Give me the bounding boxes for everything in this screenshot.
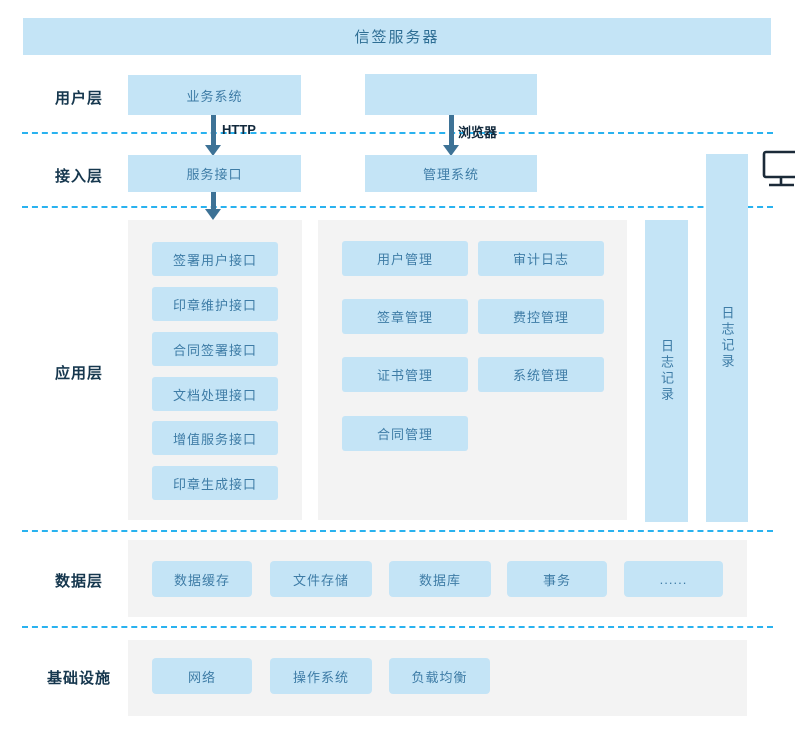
log-record-label: 日志记录 bbox=[719, 306, 735, 370]
arrow-service-to-application bbox=[211, 192, 216, 211]
interface-box: 印章维护接口 bbox=[152, 287, 278, 321]
data-box: 事务 bbox=[507, 561, 607, 597]
arrow-devices-to-management bbox=[449, 115, 454, 147]
arrow-head bbox=[205, 145, 221, 156]
data-box: 数据库 bbox=[389, 561, 491, 597]
data-box: 文件存储 bbox=[270, 561, 372, 597]
business-system-box: 业务系统 bbox=[128, 75, 301, 115]
service-interface-box: 服务接口 bbox=[128, 155, 301, 192]
log-record-bar: 日志记录 bbox=[706, 154, 748, 522]
management-box: 审计日志 bbox=[478, 241, 604, 276]
infrastructure-box: 操作系统 bbox=[270, 658, 372, 694]
log-record-label: 日志记录 bbox=[659, 339, 674, 403]
management-box: 证书管理 bbox=[342, 357, 468, 392]
management-box: 费控管理 bbox=[478, 299, 604, 334]
interface-box: 印章生成接口 bbox=[152, 466, 278, 500]
management-box: 签章管理 bbox=[342, 299, 468, 334]
management-box: 用户管理 bbox=[342, 241, 468, 276]
interface-box: 文档处理接口 bbox=[152, 377, 278, 411]
data-box: 数据缓存 bbox=[152, 561, 252, 597]
management-box: 系统管理 bbox=[478, 357, 604, 392]
log-record-bar: 日志记录 bbox=[645, 220, 688, 522]
arrow-business-to-service bbox=[211, 115, 216, 147]
layer-divider bbox=[22, 626, 773, 628]
arrow-head bbox=[205, 209, 221, 220]
arrow-head bbox=[443, 145, 459, 156]
layer-divider bbox=[22, 206, 773, 208]
layer-divider bbox=[22, 530, 773, 532]
management-system-box: 管理系统 bbox=[365, 155, 537, 192]
layer-divider bbox=[22, 132, 773, 134]
infrastructure-box: 负载均衡 bbox=[389, 658, 490, 694]
data-box: ...... bbox=[624, 561, 723, 597]
layer-label-data: 数据层 bbox=[54, 573, 103, 590]
client-devices-box bbox=[365, 74, 795, 187]
interface-box: 合同签署接口 bbox=[152, 332, 278, 366]
layer-label-application: 应用层 bbox=[54, 365, 103, 382]
interface-box: 签署用户接口 bbox=[152, 242, 278, 276]
layer-label-user: 用户层 bbox=[54, 90, 103, 107]
diagram-title: 信签服务器 bbox=[23, 18, 771, 55]
browser-label: 浏览器 bbox=[458, 125, 498, 140]
layer-label-infrastructure: 基础设施 bbox=[46, 670, 111, 687]
desktop-computer-icon bbox=[762, 150, 795, 187]
layer-label-access: 接入层 bbox=[54, 168, 103, 185]
management-box: 合同管理 bbox=[342, 416, 468, 451]
http-protocol-label: HTTP bbox=[222, 122, 256, 137]
interface-box: 增值服务接口 bbox=[152, 421, 278, 455]
infrastructure-box: 网络 bbox=[152, 658, 252, 694]
